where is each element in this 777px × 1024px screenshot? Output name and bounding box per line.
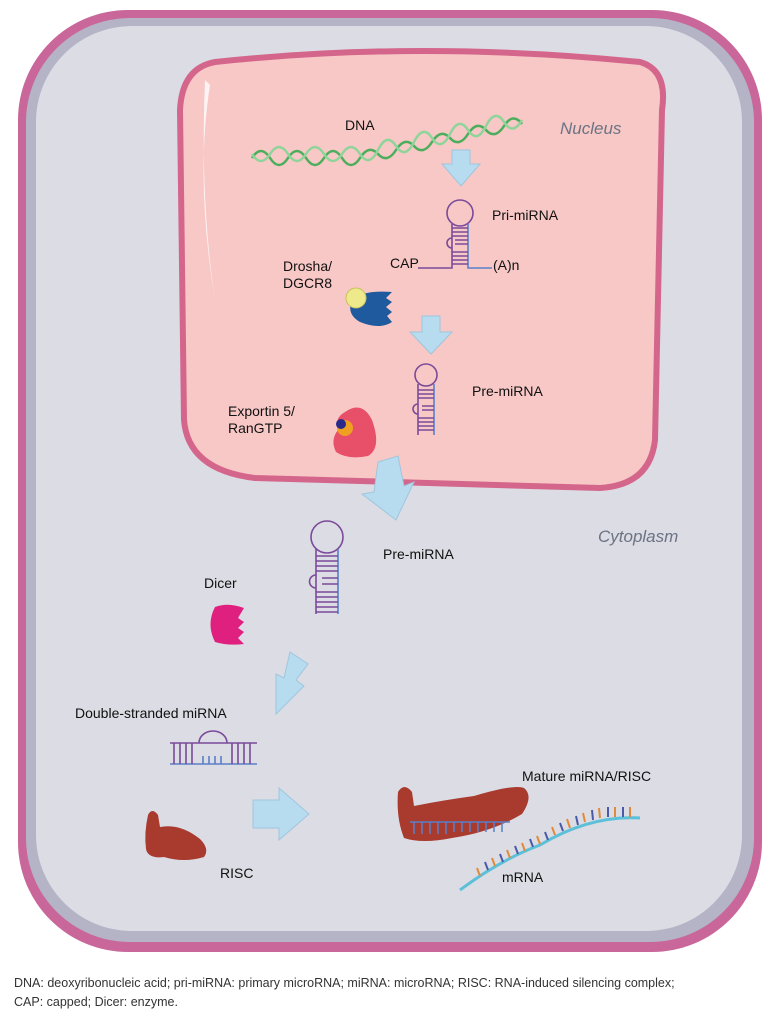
pre-mirna-nucleus-label: Pre-miRNA [472,383,543,399]
cap-label: CAP [390,255,419,271]
nucleus-label: Nucleus [560,119,622,138]
drosha-label: Drosha/ [283,258,332,274]
mature-risc-label: Mature miRNA/RISC [522,768,651,784]
dgcr8-ball [345,287,367,309]
arrow-dicer [275,651,309,716]
risc-complex [145,811,207,860]
pre-mirna-cytoplasm-hairpin [308,520,344,614]
double-stranded-mirna [170,730,257,765]
dna-helix [250,114,524,167]
pri-mirna-hairpin [418,199,492,269]
dgcr8-label: DGCR8 [283,275,332,291]
pri-mirna-label: Pri-miRNA [492,207,559,223]
poly-a-label: (A)n [493,257,519,273]
exportin-label: Exportin 5/ [228,403,295,419]
arrow-down-2 [408,315,454,355]
mirna-biogenesis-diagram: Nucleus Cytoplasm DNA Pri-miRNA CAP (A)n… [18,10,762,952]
ds-mirna-label: Double-stranded miRNA [75,705,227,721]
figure-caption: DNA: deoxyribonucleic acid; pri-miRNA: p… [14,974,764,1012]
exportin-ranGTP-complex [333,407,377,458]
mrna-strand [459,807,641,892]
pre-mirna-nucleus-hairpin [412,363,438,435]
rangtp-label: RanGTP [228,420,282,436]
rangtp-dot [336,419,346,429]
dna-label: DNA [345,117,375,133]
arrow-risc [252,786,310,842]
arrow-export [360,455,415,521]
nucleus-highlight [203,80,215,300]
caption-line-2: CAP: capped; Dicer: enzyme. [14,995,178,1009]
caption-line-1: DNA: deoxyribonucleic acid; pri-miRNA: p… [14,976,675,990]
risc-label: RISC [220,865,253,881]
arrow-down-1 [440,149,482,187]
pre-mirna-cytoplasm-label: Pre-miRNA [383,546,454,562]
cytoplasm-label: Cytoplasm [598,527,678,546]
dicer-label: Dicer [204,575,237,591]
mature-mirna-strand [410,821,510,834]
dicer-enzyme [210,604,244,645]
mrna-label: mRNA [502,869,544,885]
